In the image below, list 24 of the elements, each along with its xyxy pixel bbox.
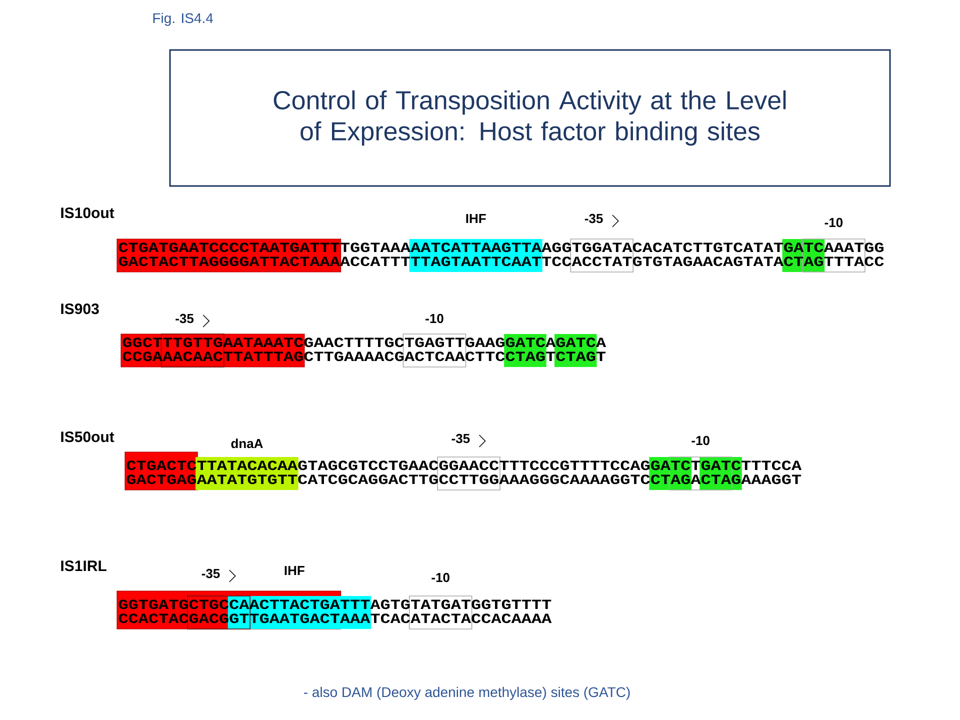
site-label: IHF [466, 214, 486, 223]
sequence-name: IS10out [61, 208, 114, 218]
site-label: -10 [692, 436, 710, 446]
site-label: -10 [426, 314, 444, 324]
dna-sequence: GACTACTTAGGGGATTACTAAAACCATTTTTAGTAATTCAATTCCACCTATGTGTAGAACAGTATACTAGTTTACC [118, 256, 884, 266]
site-label: -35 [584, 214, 603, 224]
site-label: -35 [452, 434, 470, 444]
site-label: IHF [284, 566, 304, 575]
site-label: -10 [824, 218, 843, 228]
figure-number: Fig. IS4.4 [153, 12, 213, 26]
sequence-name: IS903 [61, 304, 99, 314]
dna-sequence: GGCTTTGTTGAATAAATCGAACTTTTGCTGAGTTGAAGGATCAGATCA [122, 338, 606, 348]
site-label: -10 [432, 572, 450, 582]
dna-sequence: GGTGATGCTGCCAACTTACTGATTTAGTGTATGATGGTGTTTT [118, 600, 552, 610]
dna-sequence: CCACTACGACGGTTGAATGACTAAATCACATACTACCACAAAA [118, 614, 552, 624]
sequence-name: IS1IRL [61, 560, 106, 572]
site-label: dnaA [231, 438, 263, 448]
sequence-name: IS50out [61, 432, 114, 442]
dna-sequence: CCGAAACAACTTATTTAGCTTGAAAACGACTCAACTTCCTAGTCTAGT [122, 352, 606, 362]
site-label: -35 [176, 314, 194, 324]
caption: - also DAM (Deoxy adenine methylase) sites (GATC) [304, 686, 630, 700]
site-label: -35 [202, 568, 220, 578]
dna-sequence: CTGATGAATCCCCTAATGATTTTGGTAAAAATCATTAAGTTAAGGTGGATACACATCTTGTCATATGATCAAATGG [118, 242, 884, 252]
title-box: Control of Transposition Activity at the Level of Expression: Host factor binding sites [169, 49, 891, 187]
